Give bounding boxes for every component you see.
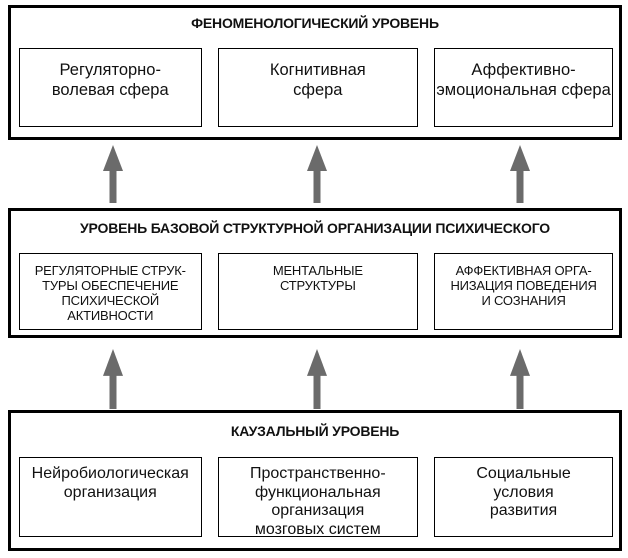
box-neurobiological-organization: Нейробиологическая организация (19, 457, 202, 537)
box-text-line: НИЗАЦИЯ ПОВЕДЕНИЯ (450, 278, 597, 293)
box-text-line: СТРУКТУРЫ (279, 278, 356, 293)
box-text-line: И СОЗНАНИЯ (481, 293, 566, 308)
box-text-line: МЕНТАЛЬНЫЕ (272, 263, 363, 278)
up-arrow-icon (509, 349, 531, 409)
phenomenological-level-band: ФЕНОМЕНОЛОГИЧЕСКИЙ УРОВЕНЬ Регуляторно- … (8, 5, 622, 140)
box-text-line: функциональная (254, 483, 381, 501)
causal-level-boxes: Нейробиологическая организация Пространс… (19, 457, 613, 538)
box-text-line: ТУРЫ ОБЕСПЕЧЕНИЕ (42, 278, 179, 293)
box-text-line: мозговых систем (254, 520, 381, 538)
box-text-line: АФФЕКТИВНАЯ ОРГА- (455, 263, 592, 278)
box-regulatory-structures: РЕГУЛЯТОРНЫЕ СТРУК- ТУРЫ ОБЕСПЕЧЕНИЕ ПСИ… (19, 253, 202, 330)
box-social-development-conditions: Социальные условия развития (434, 457, 613, 537)
box-text-line: ПСИХИЧЕСКОЙ (61, 293, 160, 308)
box-text-line: Нейробиологическая (31, 465, 189, 482)
phenomenological-level-title: ФЕНОМЕНОЛОГИЧЕСКИЙ УРОВЕНЬ (191, 15, 439, 31)
box-text-line: организация (63, 483, 157, 501)
box-affective-organization: АФФЕКТИВНАЯ ОРГА- НИЗАЦИЯ ПОВЕДЕНИЯ И СО… (434, 253, 613, 330)
box-text-line: эмоциональная сфера (436, 81, 611, 99)
box-mental-structures: МЕНТАЛЬНЫЕ СТРУКТУРЫ (217, 253, 419, 330)
basic-structural-organization-level-band: УРОВЕНЬ БАЗОВОЙ СТРУКТУРНОЙ ОРГАНИЗАЦИИ … (8, 208, 622, 338)
causal-level-title: КАУЗАЛЬНЫЙ УРОВЕНЬ (230, 423, 400, 439)
box-text-line: сфера (293, 81, 343, 99)
box-text-line: Социальные (476, 465, 571, 482)
box-cognitive-sphere: Когнитивная сфера (217, 48, 419, 127)
box-text-line: АКТИВНОСТИ (67, 308, 154, 323)
up-arrow-icon (102, 145, 124, 203)
box-text-line: условия (493, 483, 554, 501)
box-text-line: развития (489, 502, 558, 519)
basic-structural-organization-level-boxes: РЕГУЛЯТОРНЫЕ СТРУК- ТУРЫ ОБЕСПЕЧЕНИЕ ПСИ… (19, 253, 613, 330)
phenomenological-level-boxes: Регуляторно- волевая сфера Когнитивная с… (19, 48, 613, 127)
box-text-line: Аффективно- (471, 61, 576, 79)
box-text-line: Регуляторно- (59, 61, 161, 79)
basic-structural-organization-level-title: УРОВЕНЬ БАЗОВОЙ СТРУКТУРНОЙ ОРГАНИЗАЦИИ … (80, 220, 550, 236)
box-text-line: Пространственно- (249, 465, 386, 482)
box-text-line: Когнитивная (269, 61, 366, 79)
box-text-line: организация (271, 502, 365, 519)
causal-level-band: КАУЗАЛЬНЫЙ УРОВЕНЬ Нейробиологическая ор… (8, 410, 622, 551)
up-arrow-icon (102, 349, 124, 409)
box-regulatory-volitional-sphere: Регуляторно- волевая сфера (19, 48, 202, 127)
box-text-line: РЕГУЛЯТОРНЫЕ СТРУК- (34, 263, 186, 278)
up-arrow-icon (306, 145, 328, 203)
box-spatial-functional-organization: Пространственно- функциональная организа… (217, 457, 419, 538)
box-text-line: волевая сфера (51, 81, 169, 99)
box-affective-emotional-sphere: Аффективно- эмоциональная сфера (434, 48, 613, 127)
up-arrow-icon (509, 145, 531, 203)
up-arrow-icon (306, 349, 328, 409)
